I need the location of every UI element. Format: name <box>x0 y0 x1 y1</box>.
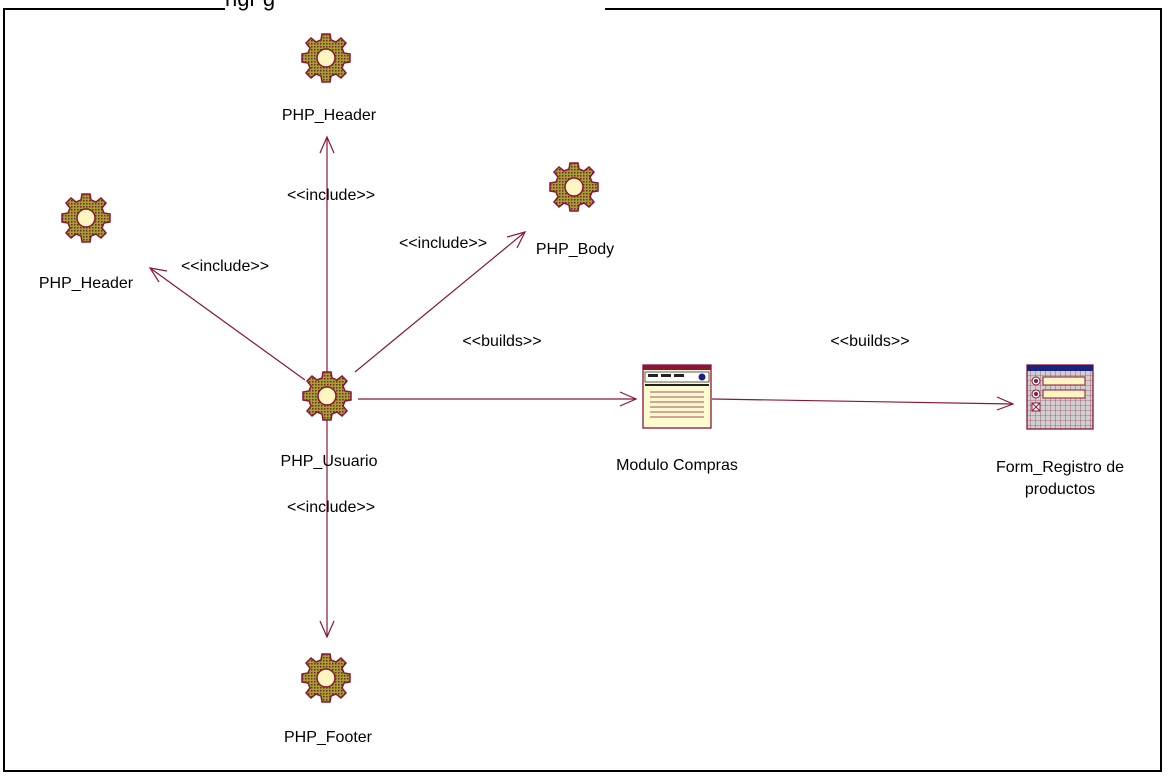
gear-icon <box>549 162 599 212</box>
edge-label-builds-form: <<builds>> <box>830 333 909 350</box>
edge-usuario-header-top <box>319 135 335 372</box>
edge-usuario-body <box>354 231 527 373</box>
edge-label-include-top: <<include>> <box>287 187 375 204</box>
form-icon <box>1026 364 1094 430</box>
gear-icon <box>301 653 351 703</box>
edge-usuario-footer <box>319 420 335 639</box>
client-page-icon <box>642 364 712 429</box>
node-label: PHP_Footer <box>284 729 373 746</box>
edge-label-include-left: <<include>> <box>181 258 269 275</box>
node-label: Modulo Compras <box>616 457 738 474</box>
node-php-footer[interactable]: PHP_Footer <box>284 653 373 746</box>
edge-usuario-header-left <box>148 267 306 381</box>
node-form-registro[interactable]: Form_Registro de productos <box>996 364 1124 498</box>
gear-icon <box>301 33 351 83</box>
node-label: PHP_Header <box>282 107 377 124</box>
node-php-body[interactable]: PHP_Body <box>536 162 614 258</box>
diagram-frame: ngr g <box>3 0 1162 772</box>
node-label: PHP_Header <box>39 275 134 292</box>
edge-label-include-footer: <<include>> <box>287 499 375 516</box>
diagram-title-fragment: ngr g <box>225 0 605 19</box>
node-php-header-top[interactable]: PHP_Header <box>282 33 377 124</box>
node-label-line2: productos <box>1025 481 1095 498</box>
edge-usuario-compras <box>358 391 638 407</box>
node-modulo-compras[interactable]: Modulo Compras <box>616 364 738 474</box>
edge-label-include-body: <<include>> <box>399 235 487 252</box>
gear-icon <box>61 193 111 243</box>
gear-icon <box>302 371 352 421</box>
edge-compras-form <box>711 396 1015 411</box>
node-label: PHP_Usuario <box>281 453 378 470</box>
node-label: PHP_Body <box>536 241 614 258</box>
node-php-header-left[interactable]: PHP_Header <box>39 193 134 292</box>
node-php-usuario[interactable]: PHP_Usuario <box>281 371 378 470</box>
node-label-line1: Form_Registro de <box>996 459 1124 476</box>
edge-label-builds-compras: <<builds>> <box>462 333 541 350</box>
